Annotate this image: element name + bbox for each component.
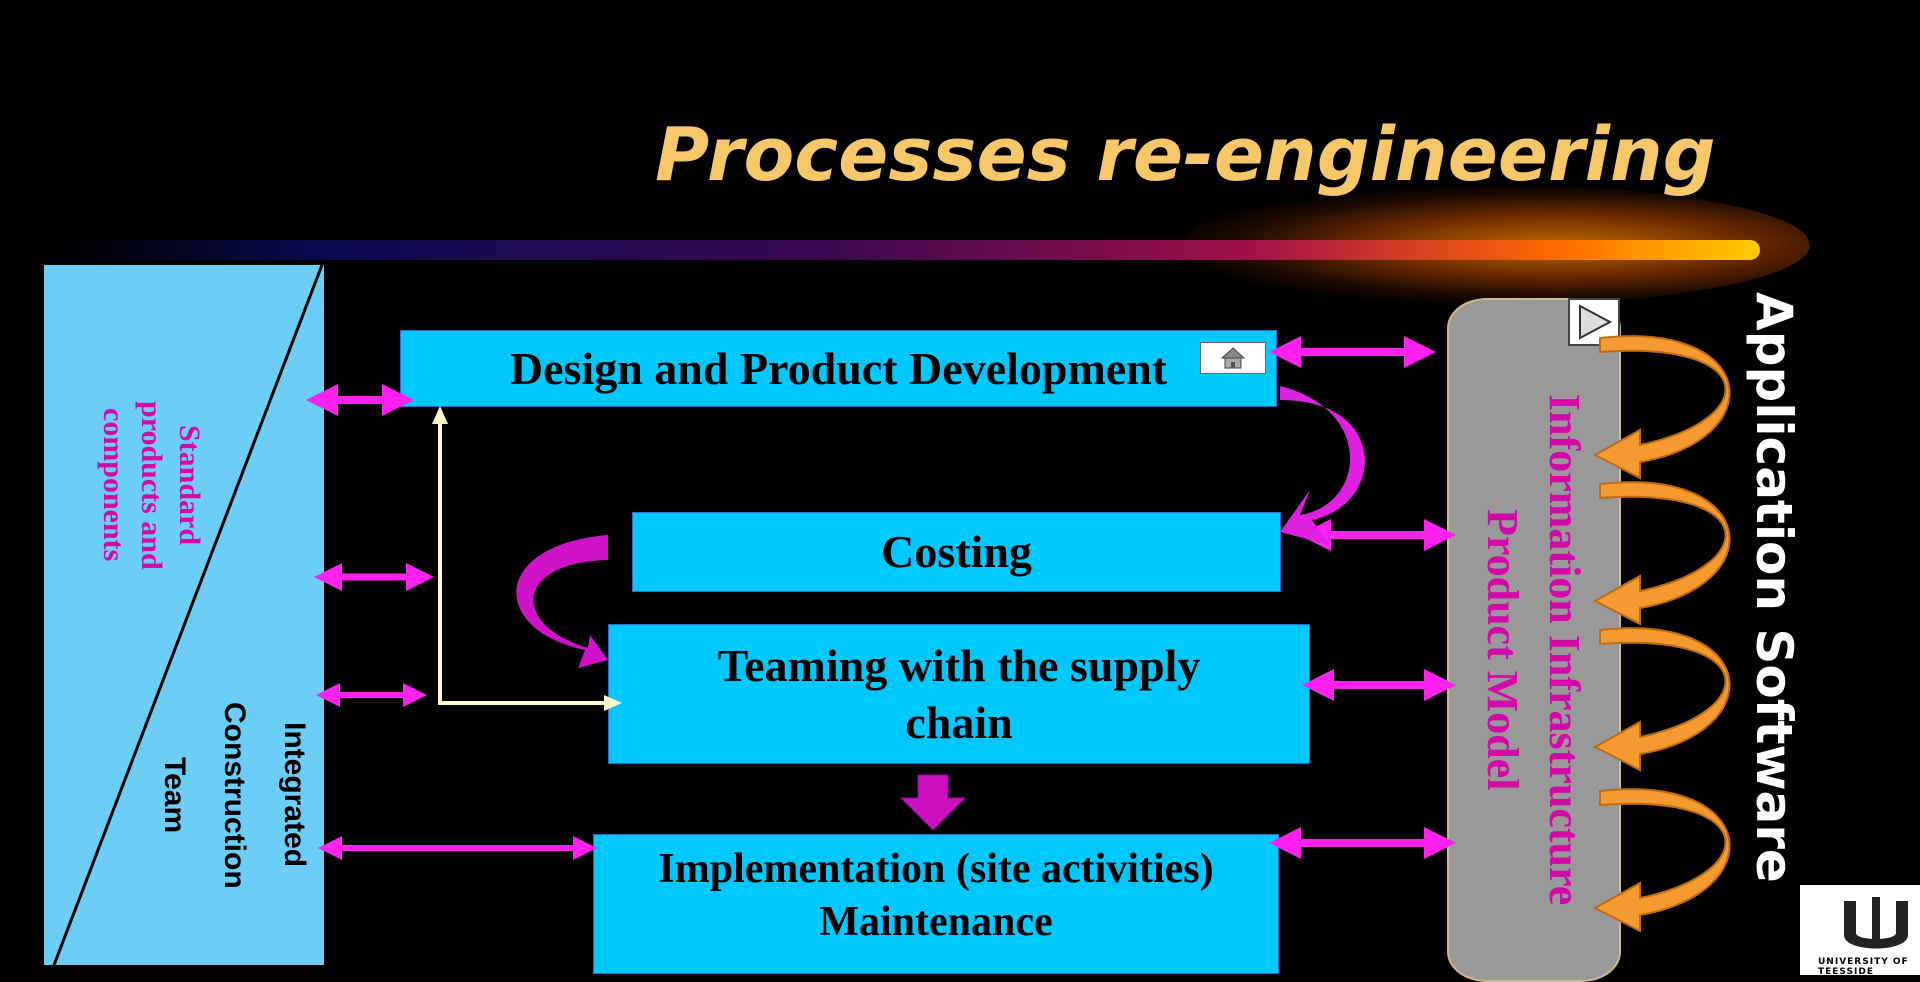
diagram-arrows [306, 335, 1731, 933]
application-software-label: Application Software [1745, 292, 1803, 883]
play-icon [1579, 304, 1613, 340]
home-icon [1220, 347, 1246, 369]
implementation-box: Implementation (site activities) Mainten… [593, 834, 1279, 974]
curve-design-costing [1280, 386, 1366, 545]
feedback-arrowhead-up [432, 406, 448, 424]
logo-emblem [1844, 897, 1908, 949]
standard-products-label: Standard products and components [97, 400, 206, 570]
university-logo: UNIVERSITY OF TEESSIDE [1800, 885, 1920, 977]
title-band [60, 240, 1760, 260]
slide-title: Processes re-engineering [655, 112, 1716, 198]
teaming-box: Teaming with the supply chain [608, 624, 1310, 764]
logo-text: UNIVERSITY OF TEESSIDE [1818, 957, 1909, 977]
left-panel: Standard products and components Integra… [44, 265, 324, 965]
integrated-team-label: Integrated Construction Team [158, 701, 311, 889]
home-button[interactable] [1200, 342, 1266, 374]
feedback-line [438, 413, 610, 705]
feedback-arrowhead-right [604, 695, 622, 711]
cylinder-label: Information Infrastructure Product Model [1478, 394, 1589, 906]
costing-box: Costing [632, 512, 1281, 592]
panel-diagonal [52, 265, 324, 965]
curve-costing-teaming [516, 535, 608, 668]
design-box: Design and Product Development [400, 330, 1277, 407]
arrow-teaming-impl [899, 774, 967, 831]
orange-loop-arrows [1592, 335, 1731, 933]
